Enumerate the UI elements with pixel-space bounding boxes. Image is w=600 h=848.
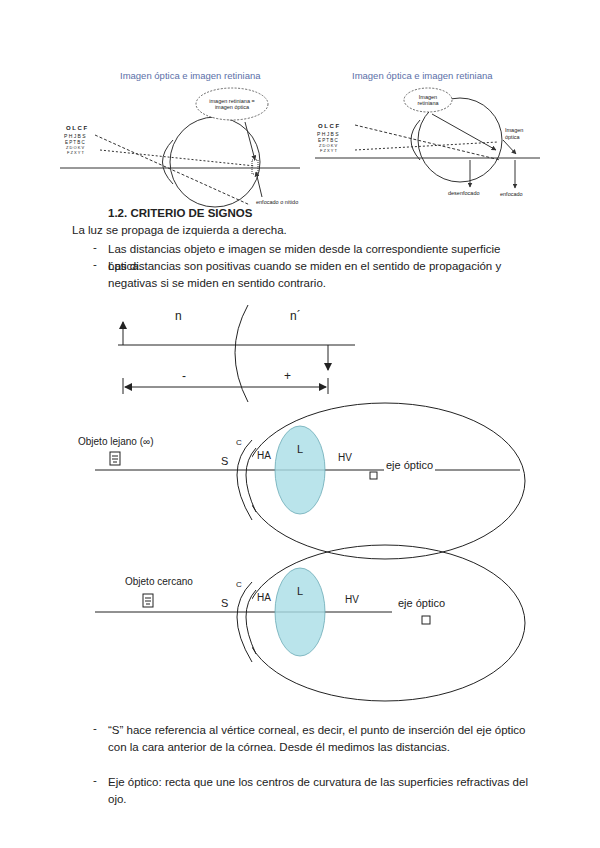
sign-convention-diagram: [118, 305, 355, 402]
chart-row: P H J B S: [64, 133, 86, 139]
vertex-label: S: [221, 597, 228, 610]
crystalline-lens: L: [274, 425, 326, 515]
chart-row: O L C F: [66, 125, 87, 132]
sign-mark: -: [182, 369, 186, 383]
chart-row: P H J B S: [317, 131, 339, 137]
eye-figure-focused: [60, 117, 300, 207]
medium-index: n´: [290, 309, 301, 323]
node-text: L: [281, 443, 319, 456]
medium-index: n: [175, 309, 182, 323]
chart-row: E P T B C: [65, 140, 85, 145]
object-label: Objeto lejano (∞): [78, 436, 154, 448]
body-text: Las distancias son positivas cuando se m…: [108, 258, 533, 292]
section-heading: 1.2. CRITERIO DE SIGNOS: [108, 207, 252, 221]
eye-near-object: [95, 545, 525, 701]
figure-title: Imagen óptica e imagen retiniana: [120, 70, 260, 81]
chamber-label: HV: [338, 452, 352, 464]
cornea-label: C: [236, 580, 242, 590]
node-text: imagen retiniana = imagen óptica: [205, 98, 259, 111]
chart-row: F Z X Y T: [320, 149, 337, 154]
image-note: Imagen óptica: [505, 127, 535, 140]
node-text: Imagen retiniana: [410, 94, 446, 107]
image-note: desenfocado: [448, 190, 480, 197]
axis-label: eje óptico: [396, 597, 447, 610]
image-note: enfocado: [500, 191, 523, 198]
bullet-dash: -: [93, 241, 97, 255]
callout-bubble: Imagen retiniana: [403, 87, 453, 113]
chamber-label: HA: [257, 592, 271, 604]
node-outline: [274, 425, 326, 515]
axis-label: eje óptico: [384, 459, 435, 472]
object-label: Objeto cercano: [125, 576, 193, 588]
callout-bubble: imagen retiniana = imagen óptica: [195, 87, 269, 121]
chamber-label: HA: [257, 450, 271, 462]
chamber-label: HV: [345, 594, 359, 606]
image-note: enfocado o nítido: [256, 199, 298, 206]
body-text: Eje óptico: recta que une los centros de…: [108, 774, 533, 808]
bullet-dash: -: [93, 722, 97, 736]
bullet-dash: -: [93, 774, 97, 788]
sign-mark: +: [284, 369, 291, 383]
chart-row: O L C F: [318, 123, 339, 130]
vertex-label: S: [221, 455, 228, 468]
eye-far-object: [95, 403, 525, 559]
bullet-dash: -: [93, 258, 97, 272]
chart-row: E P T B C: [318, 138, 338, 143]
cornea-label: C: [236, 438, 242, 448]
node-outline: [274, 567, 326, 657]
figure-title: Imagen óptica e imagen retiniana: [352, 70, 492, 81]
crystalline-lens: L: [274, 567, 326, 657]
chart-row: F Z X Y T: [67, 151, 84, 156]
body-text: La luz se propaga de izquierda a derecha…: [72, 224, 287, 238]
node-text: L: [281, 585, 319, 598]
body-text: “S” hace referencia al vértice corneal, …: [108, 722, 533, 756]
